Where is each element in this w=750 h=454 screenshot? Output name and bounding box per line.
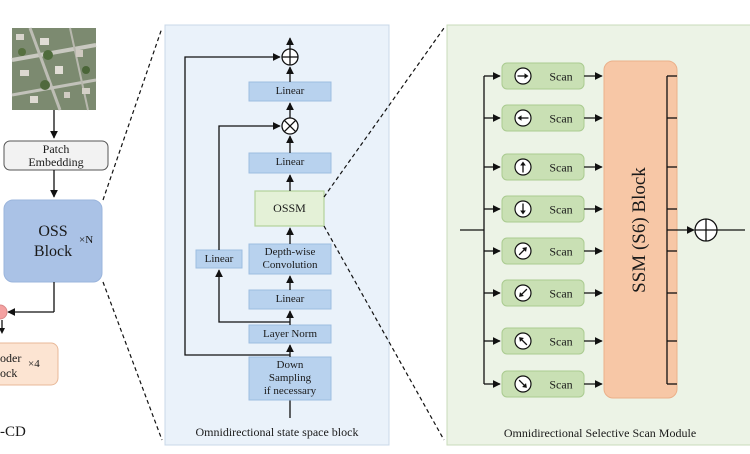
decoder-block-label: oder ock — [0, 351, 22, 380]
oss-block-box — [3, 199, 103, 283]
right-caption: Omnidirectional Selective Scan Module — [503, 426, 697, 440]
scan-label: Scan — [549, 112, 572, 126]
scan-up-left-row: Scan — [501, 327, 585, 355]
scan-label: Scan — [549, 287, 572, 301]
scan-label: Scan — [549, 203, 572, 217]
arrow-left-icon — [514, 109, 532, 127]
arrow-up-icon — [514, 158, 532, 176]
scan-label: Scan — [549, 378, 572, 392]
scan-up-right-row: Scan — [501, 237, 585, 265]
arrow-up-left-icon — [514, 332, 532, 350]
arrow-up-right-icon — [514, 242, 532, 260]
scan-label: Scan — [549, 161, 572, 175]
aerial-image — [11, 27, 97, 111]
decoder-block-box — [0, 342, 59, 386]
patch-embedding-label: Patch Embedding — [28, 142, 84, 169]
scan-label: Scan — [549, 245, 572, 259]
arrow-down-right-icon — [514, 375, 532, 393]
scan-down-left-row: Scan — [501, 279, 585, 307]
depthwise-conv-label: Depth-wise Convolution — [262, 246, 318, 271]
scan-left-row: Scan — [501, 104, 585, 132]
add-node-right — [694, 218, 718, 242]
model-name-fragment: -CD — [0, 424, 26, 440]
oss-block-label: OSS Block — [33, 223, 73, 260]
add-node-middle — [281, 48, 299, 66]
patch-embedding-box — [3, 140, 109, 171]
scan-label: Scan — [549, 335, 572, 349]
ssm-block-label: SSM (S6) Block — [629, 167, 650, 293]
scan-label: Scan — [549, 70, 572, 84]
ossm-box — [254, 190, 325, 227]
linear-branch-label: Linear — [204, 253, 234, 265]
oss-repeat-label: ×N — [79, 234, 94, 246]
middle-caption: Omnidirectional state space block — [195, 425, 359, 439]
arrow-down-icon — [514, 200, 532, 218]
collector-lines — [667, 75, 677, 385]
down-sampling-label: Down Sampling if necessary — [263, 359, 317, 397]
linear-lower-label: Linear — [275, 293, 305, 305]
scan-right-row: Scan — [501, 62, 585, 90]
linear-top-label: Linear — [275, 85, 305, 97]
scan-up-row: Scan — [501, 153, 585, 181]
decoder-repeat-label: ×4 — [28, 358, 40, 370]
multiply-node — [281, 117, 299, 135]
scan-down-row: Scan — [501, 195, 585, 223]
depthwise-conv-box — [248, 243, 332, 275]
linear-mid-label: Linear — [275, 156, 305, 168]
scan-down-right-row: Scan — [501, 370, 585, 398]
arrow-down-left-icon — [514, 284, 532, 302]
ossm-label: OSSM — [273, 201, 306, 215]
arrow-right-icon — [514, 67, 532, 85]
fanout-arrows — [484, 72, 501, 388]
layer-norm-label: Layer Norm — [262, 328, 318, 340]
add-node-left — [0, 304, 8, 320]
